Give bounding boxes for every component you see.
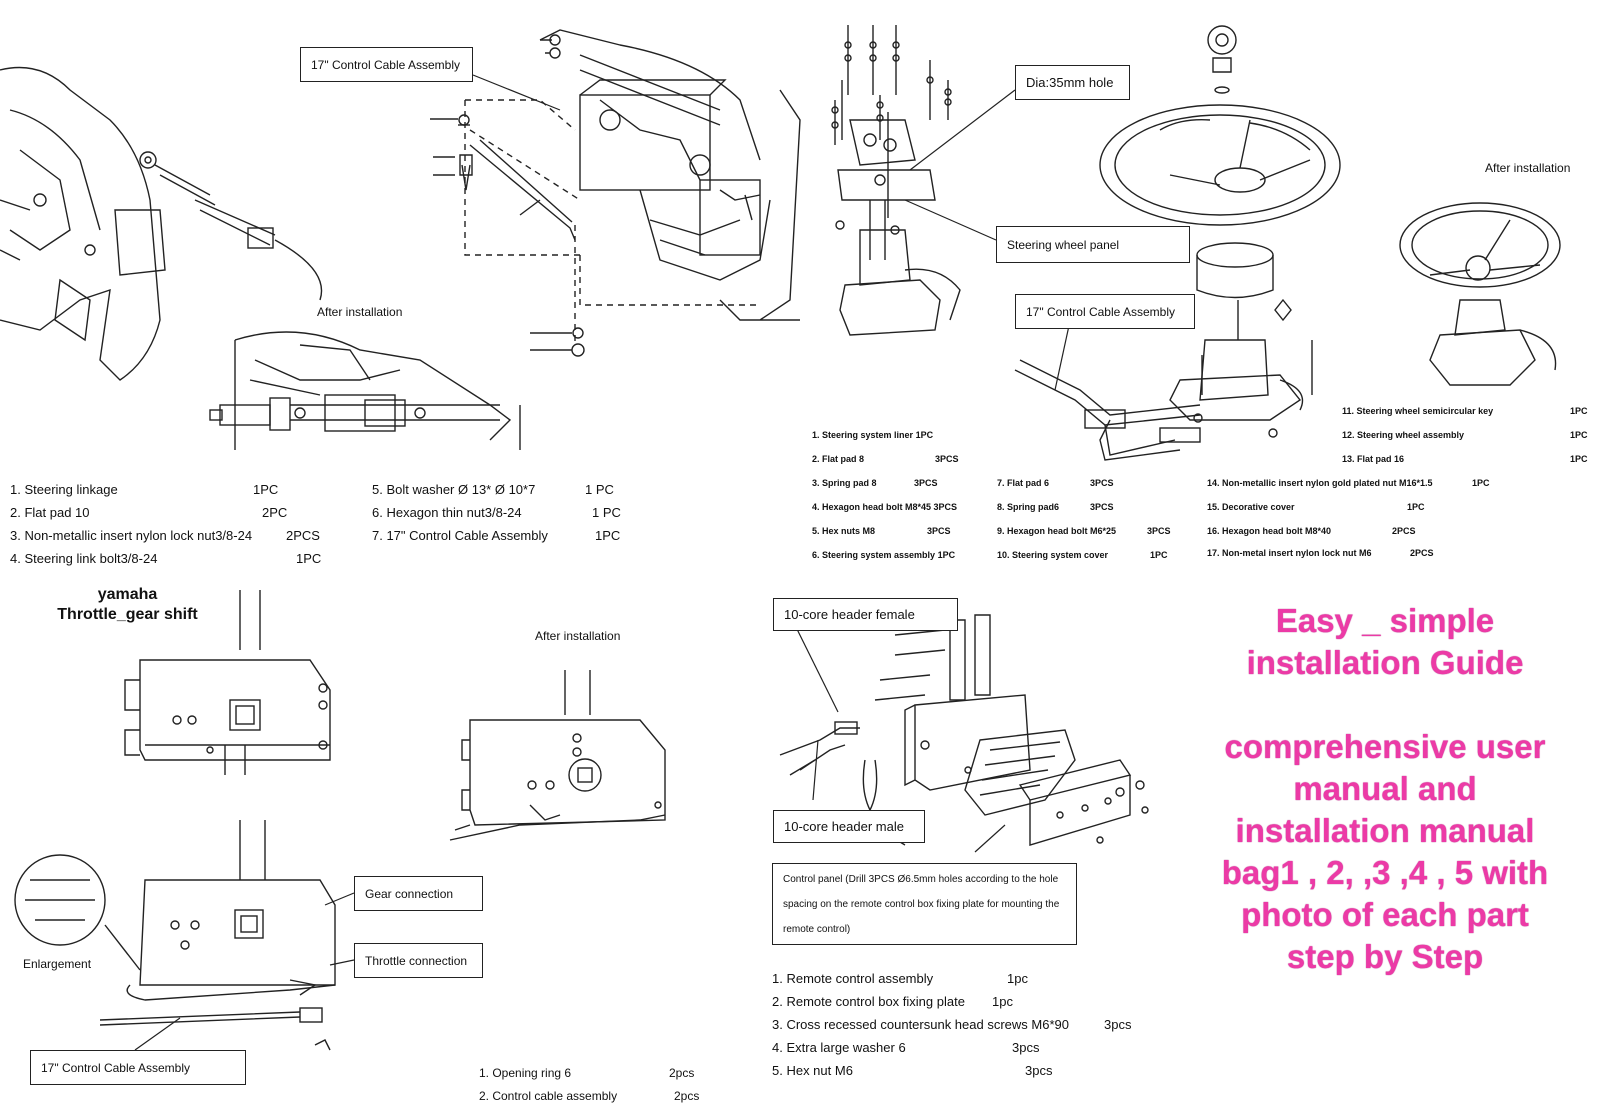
throttle-connection-callout: Throttle connection	[354, 943, 483, 978]
q3-cable-callout: 17" Control Cable Assembly	[30, 1050, 246, 1085]
promo-line: installation Guide	[1246, 644, 1524, 681]
outboard-engine-drawing	[0, 66, 323, 381]
gear-connection-callout: Gear connection	[354, 876, 483, 911]
q2-parts-col1: 1. Steering system liner 1PC 2. Flat pad…	[812, 430, 987, 565]
q2-after-installation-label: After installation	[1485, 161, 1571, 175]
header-male-callout: 10-core header male	[773, 810, 925, 843]
list-item: 3. Cross recessed countersunk head screw…	[772, 1017, 1132, 1032]
promo-line: bag1 , 2, ,3 ,4 , 5 with	[1221, 854, 1549, 891]
header-female-callout: 10-core header female	[773, 598, 958, 631]
list-item: 14. Non-metallic insert nylon gold plate…	[1207, 478, 1490, 488]
brand-name: yamaha	[97, 586, 158, 603]
promo-line: photo of each part	[1241, 896, 1529, 933]
leader-lines	[134, 74, 1071, 1051]
throttle-box-drawing	[124, 590, 331, 775]
control-panel-note: Control panel (Drill 3PCS Ø6.5mm holes a…	[772, 863, 1077, 945]
q1-cable-callout: 17" Control Cable Assembly	[300, 47, 473, 82]
q2-hole-callout: Dia:35mm hole	[1015, 65, 1130, 100]
q1-after-installation-label: After installation	[317, 305, 403, 319]
list-item: 3. Non-metallic insert nylon lock nut3/8…	[10, 528, 320, 543]
q2-panel-callout: Steering wheel panel	[996, 226, 1190, 263]
q3-after-install-drawing	[449, 670, 666, 841]
q2-cable-callout: 17" Control Cable Assembly	[1015, 294, 1195, 329]
list-item: 1. Steering system liner 1PC	[812, 430, 934, 440]
q3-after-installation-label: After installation	[535, 629, 621, 643]
subtitle: Throttle_gear shift	[57, 606, 198, 623]
steering-linkage-drawing	[430, 29, 801, 357]
q1-after-install-drawing	[209, 331, 521, 450]
enlargement-label: Enlargement	[23, 957, 92, 971]
list-item: 6. Steering system assembly 1PC	[812, 550, 956, 560]
yamaha-title: yamaha Throttle_gear shift	[40, 585, 215, 625]
list-item: 4. Hexagon head bolt M8*45 3PCS	[812, 502, 958, 512]
promo-line: comprehensive user	[1224, 728, 1546, 765]
steering-system-drawing	[831, 25, 961, 336]
remote-control-drawing	[779, 614, 1149, 846]
q2-after-install-drawing	[1399, 202, 1561, 386]
throttle-enlargement-drawing	[14, 820, 336, 1051]
promo-line: manual and	[1293, 770, 1477, 807]
steering-wheel-drawing	[1014, 25, 1341, 461]
promo-text: Easy _ simple installation Guide compreh…	[1185, 600, 1585, 978]
promo-line: Easy _ simple	[1275, 602, 1495, 639]
promo-line: step by Step	[1286, 938, 1484, 975]
promo-line: installation manual	[1235, 812, 1535, 849]
